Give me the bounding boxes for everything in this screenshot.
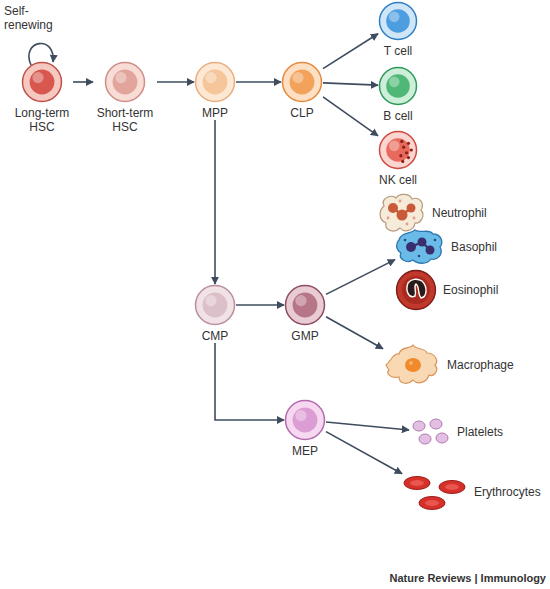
cell-label: Macrophage [447,358,514,372]
self-renew-loop [29,43,53,65]
cell-label: Neutrophil [432,206,487,220]
cell-label: B cell [383,109,412,123]
cell-node: Erythrocytes [402,471,541,513]
cell-node: NK cell [378,130,418,187]
cell-circle [378,130,418,170]
lineage-arrow [323,34,378,69]
eosinophil-art [395,269,437,311]
cell-label: Platelets [457,425,503,439]
cell-label: MPP [202,106,228,120]
lineage-arrow [323,97,378,136]
cell-node: CMP [194,284,236,343]
lineage-arrow [326,260,395,295]
lineage-arrow [326,317,383,349]
cell-circle [284,284,326,326]
cell-circle [378,66,418,106]
cell-node: T cell [378,1,418,58]
cell-circle [378,1,418,41]
cell-circle [194,61,236,103]
cell-node: Long-term HSC [11,61,73,134]
neutrophil-art [378,192,426,234]
cell-node: Short-term HSC [93,61,157,134]
lineage-arrow [326,432,402,474]
cell-label: Short-term HSC [93,106,157,134]
lineage-arrow [73,81,93,83]
platelets-art [409,417,451,447]
cell-circle [21,61,63,103]
erythrocytes-art [402,471,468,513]
cell-label: Basophil [451,240,497,254]
cell-label: Erythrocytes [474,485,541,499]
cell-node: GMP [284,284,326,343]
lineage-arrow [236,304,284,306]
cell-circle [104,61,146,103]
cell-node: B cell [378,66,418,123]
cell-node: Macrophage [383,343,514,387]
cell-node: MEP [284,399,326,458]
cell-node: CLP [281,61,323,120]
lineage-arrow [236,81,281,83]
cell-node: Neutrophil [378,192,487,234]
lineage-arrow [214,120,216,284]
macrophage-art [383,343,441,387]
lineage-arrow [215,343,284,420]
cell-label: NK cell [379,173,417,187]
credit-line: Nature Reviews | Immunology [389,571,546,585]
cell-label: MEP [292,444,318,458]
lineage-arrow [326,422,409,430]
cell-label: T cell [384,44,412,58]
annotation-label: Self-renewing [4,4,60,32]
cell-label: CMP [202,329,229,343]
lineage-arrow [323,83,378,85]
basophil-art [395,228,445,266]
cell-circle [284,399,326,441]
cell-circle [194,284,236,326]
cell-label: Eosinophil [443,283,498,297]
cell-circle [281,61,323,103]
cell-node: Eosinophil [395,269,498,311]
cell-label: Long-term HSC [11,106,73,134]
cell-label: GMP [291,329,318,343]
lineage-arrow [157,81,194,83]
cell-label: CLP [290,106,313,120]
cell-node: Basophil [395,228,497,266]
cell-node: MPP [194,61,236,120]
cell-node: Platelets [409,417,503,447]
